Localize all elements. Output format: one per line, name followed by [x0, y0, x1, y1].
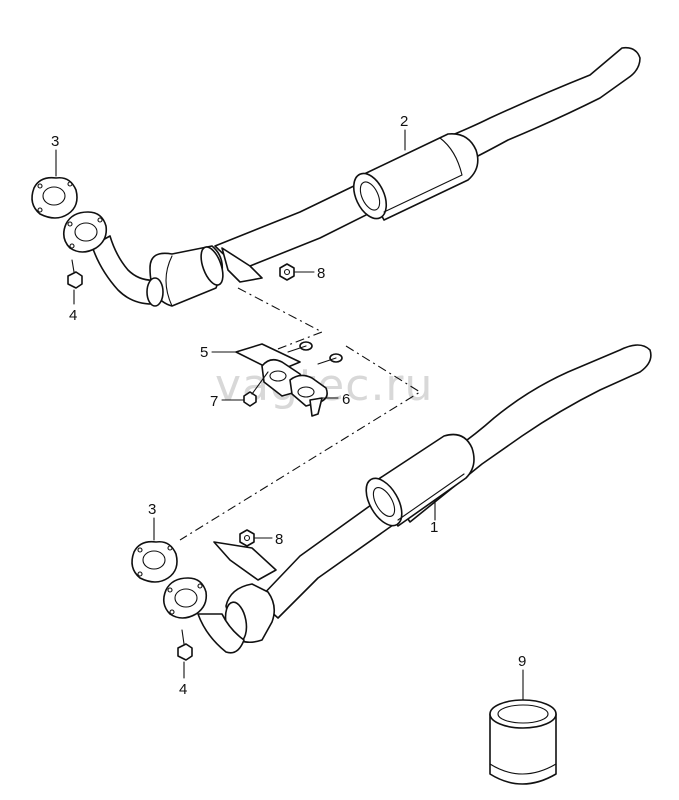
- callout-6: 6: [342, 391, 350, 408]
- bolt-7: [243, 371, 269, 407]
- front-exhaust-pipe-upper: [31, 46, 641, 307]
- callout-7: 7: [210, 393, 218, 410]
- front-exhaust-pipe-lower: [131, 344, 652, 661]
- clamp-sleeve-9: [489, 699, 557, 785]
- callout-5: 5: [200, 344, 208, 361]
- callout-8-upper: 8: [317, 265, 325, 282]
- callout-3-upper: 3: [51, 133, 59, 150]
- muffler-2: [352, 133, 479, 221]
- flange-3-upper: [31, 176, 78, 219]
- callout-1: 1: [430, 519, 438, 536]
- callout-4-upper: 4: [69, 307, 77, 324]
- callout-4-lower: 4: [179, 681, 187, 698]
- callout-2: 2: [400, 113, 408, 130]
- leader-lines: [55, 129, 524, 701]
- catalytic-converter-upper: [149, 245, 224, 307]
- callout-8-lower: 8: [275, 531, 283, 548]
- callout-labels: 2 1 3 3 4 4 5 6 7 8 8 9: [51, 113, 526, 698]
- callout-9: 9: [518, 653, 526, 670]
- callout-3-lower: 3: [148, 501, 156, 518]
- catalytic-converter-lower: [224, 583, 276, 644]
- nut-4-lower: [177, 629, 193, 661]
- muffler-1: [365, 433, 475, 527]
- flange-3-lower: [131, 540, 178, 583]
- flange-upper-lower: [62, 211, 108, 253]
- flange-lower-lower: [162, 577, 208, 619]
- nut-8-upper: [279, 263, 295, 281]
- nut-8-lower: [239, 529, 255, 547]
- mounting-bracket-set: [235, 341, 343, 417]
- nut-4-upper: [67, 259, 83, 289]
